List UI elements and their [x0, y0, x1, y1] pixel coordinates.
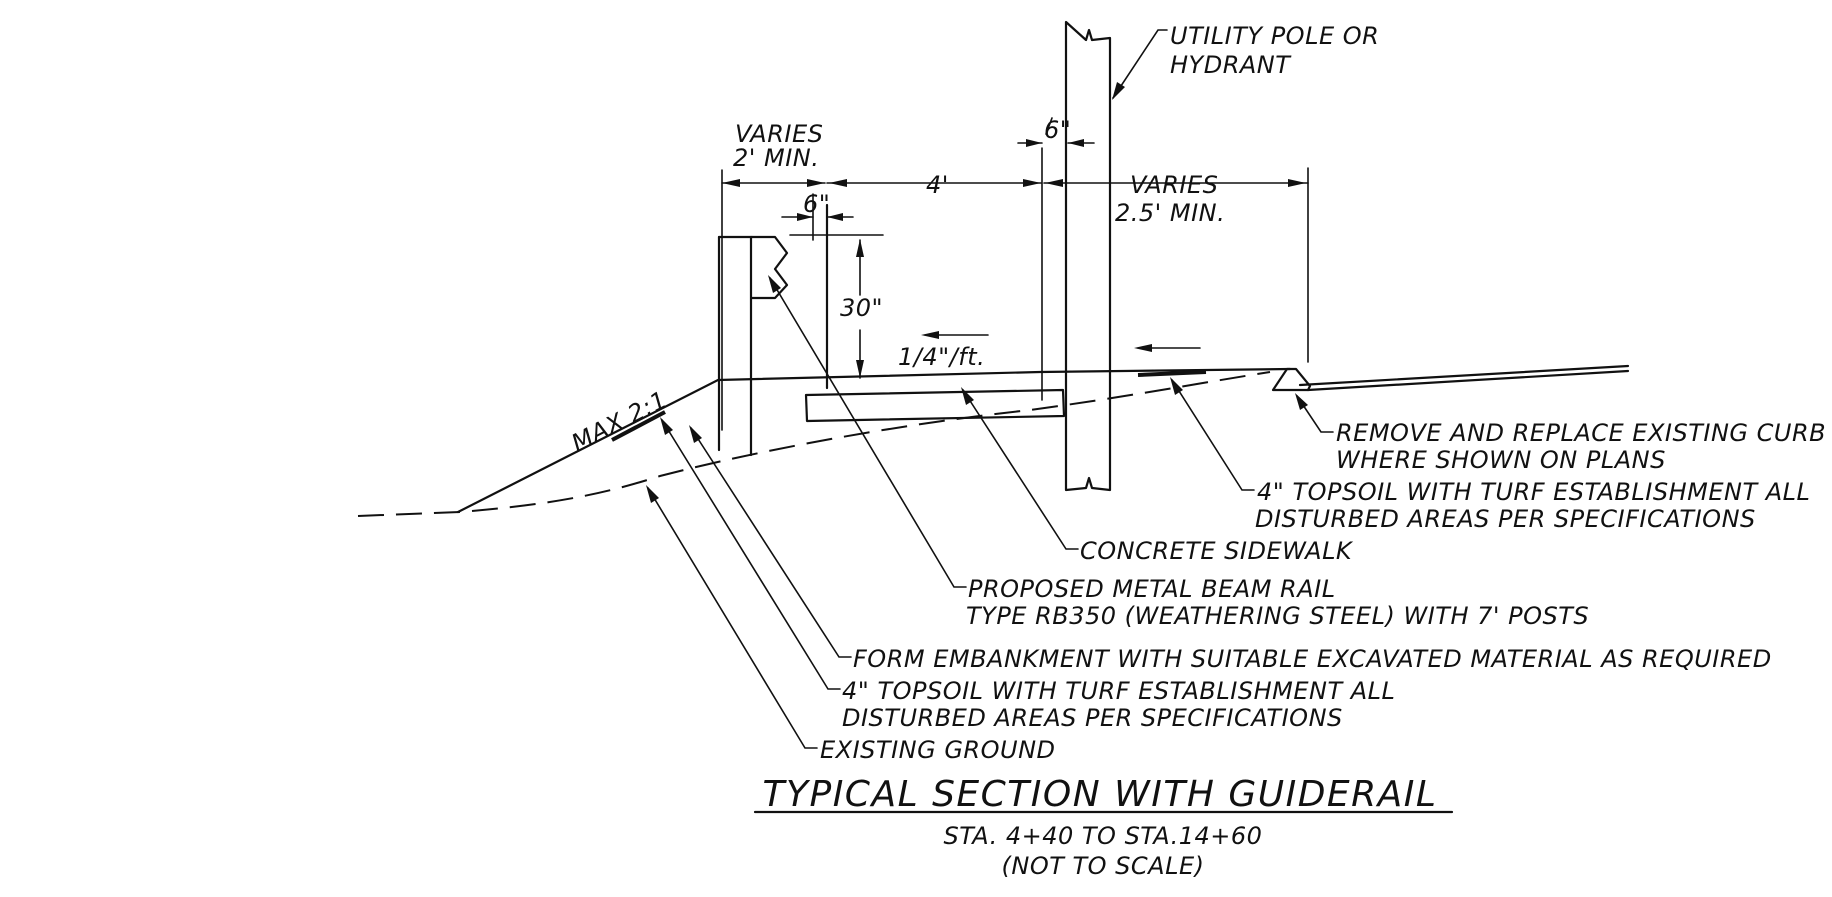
varies-left-line1: VARIES — [735, 120, 823, 148]
arrowhead — [1170, 377, 1183, 395]
topsoil-right-label-line2: DISTURBED AREAS PER SPECIFICATIONS — [1255, 505, 1756, 533]
arrowhead — [1134, 344, 1152, 352]
arrowhead — [827, 213, 843, 221]
arrowhead — [1026, 139, 1042, 147]
arrowhead — [689, 425, 702, 443]
topsoil-left-label-line2: DISTURBED AREAS PER SPECIFICATIONS — [842, 704, 1343, 732]
arrowhead — [961, 387, 974, 405]
arrowhead — [768, 275, 781, 293]
topsoil-right-leader — [1171, 379, 1255, 491]
max-slope-label: MAX 2:1 — [567, 385, 672, 457]
varies-left-line2: 2' MIN. — [733, 144, 819, 172]
arrowhead — [722, 179, 740, 187]
drawing-title: TYPICAL SECTION WITH GUIDERAIL — [763, 774, 1438, 815]
topsoil-left-label-line1: 4" TOPSOIL WITH TURF ESTABLISHMENT ALL — [842, 677, 1395, 705]
topsoil-right-label-line1: 4" TOPSOIL WITH TURF ESTABLISHMENT ALL — [1257, 478, 1810, 506]
arrowhead — [856, 239, 864, 257]
concrete-sidewalk-leader — [962, 389, 1079, 550]
metal-beam-rail-label-line1: PROPOSED METAL BEAM RAIL — [968, 575, 1336, 603]
concrete-sidewalk-label: CONCRETE SIDEWALK — [1080, 537, 1354, 565]
concrete-sidewalk-slab — [804, 388, 1066, 423]
utility-pole-leader — [1112, 29, 1168, 99]
arrowhead — [1288, 179, 1306, 187]
pole-offset-label: 6" — [1044, 116, 1071, 144]
callout-labels: UTILITY POLE OR HYDRANT REMOVE AND REPLA… — [820, 22, 1826, 764]
embankment-surface — [456, 367, 1292, 514]
existing-ground-leader — [647, 487, 818, 749]
arrowhead — [1295, 393, 1308, 410]
metal-beam-rail-leader — [769, 277, 967, 588]
rail-height-label: 30" — [840, 294, 883, 322]
form-embankment-label: FORM EMBANKMENT WITH SUITABLE EXCAVATED … — [853, 645, 1772, 673]
varies-right-line2: 2.5' MIN. — [1115, 199, 1225, 227]
beam-rail-profile — [750, 235, 789, 300]
existing-pavement — [1306, 369, 1630, 392]
existing-pavement-top — [1298, 364, 1630, 387]
topsoil-hatch-right — [1137, 370, 1207, 377]
utility-pole-label-line1: UTILITY POLE OR — [1170, 22, 1379, 50]
remove-curb-label-line1: REMOVE AND REPLACE EXISTING CURB — [1336, 419, 1826, 447]
cross-slope-label: 1/4"/ft. — [898, 343, 985, 371]
topsoil-hatch-left — [611, 410, 666, 442]
arrowhead — [856, 360, 864, 378]
remove-curb-label-line2: WHERE SHOWN ON PLANS — [1336, 446, 1666, 474]
dimension-labels: VARIES 2' MIN. 6" 4' 6" VARIES 2.5' MIN.… — [567, 116, 1225, 457]
sidewalk-width-label: 4' — [926, 171, 949, 199]
arrowhead — [660, 417, 673, 435]
arrowhead — [921, 331, 939, 339]
scale-note: (NOT TO SCALE) — [1002, 852, 1205, 880]
arrowhead — [829, 179, 847, 187]
curb — [1271, 367, 1312, 392]
arrowhead — [646, 485, 659, 503]
remove-curb-leader — [1296, 395, 1334, 433]
utility-pole — [1041, 20, 1112, 492]
existing-ground-label: EXISTING GROUND — [820, 736, 1056, 764]
arrowhead — [1068, 139, 1084, 147]
form-embankment-leader — [690, 427, 852, 658]
station-range: STA. 4+40 TO STA.14+60 — [944, 822, 1263, 850]
title-block: TYPICAL SECTION WITH GUIDERAIL STA. 4+40… — [753, 774, 1454, 880]
topsoil-left-leader — [661, 419, 841, 690]
existing-ground-line — [357, 371, 1271, 517]
utility-pole-label-line2: HYDRANT — [1170, 51, 1292, 79]
arrowhead — [1023, 179, 1041, 187]
metal-beam-rail-label-line2: TYPE RB350 (WEATHERING STEEL) WITH 7' PO… — [966, 602, 1589, 630]
arrowhead — [797, 213, 813, 221]
pole-offset-leader — [1045, 117, 1053, 135]
arrowhead — [807, 179, 825, 187]
dimensions — [721, 117, 1309, 431]
section-geometry — [357, 364, 1630, 517]
varies-right-line1: VARIES — [1130, 171, 1218, 199]
guiderail — [717, 203, 829, 457]
arrowhead — [1112, 82, 1125, 100]
leaders — [646, 29, 1334, 749]
arrowhead — [1045, 179, 1063, 187]
utility-pole-outline — [1064, 20, 1112, 492]
rail-offset-label: 6" — [803, 190, 830, 218]
